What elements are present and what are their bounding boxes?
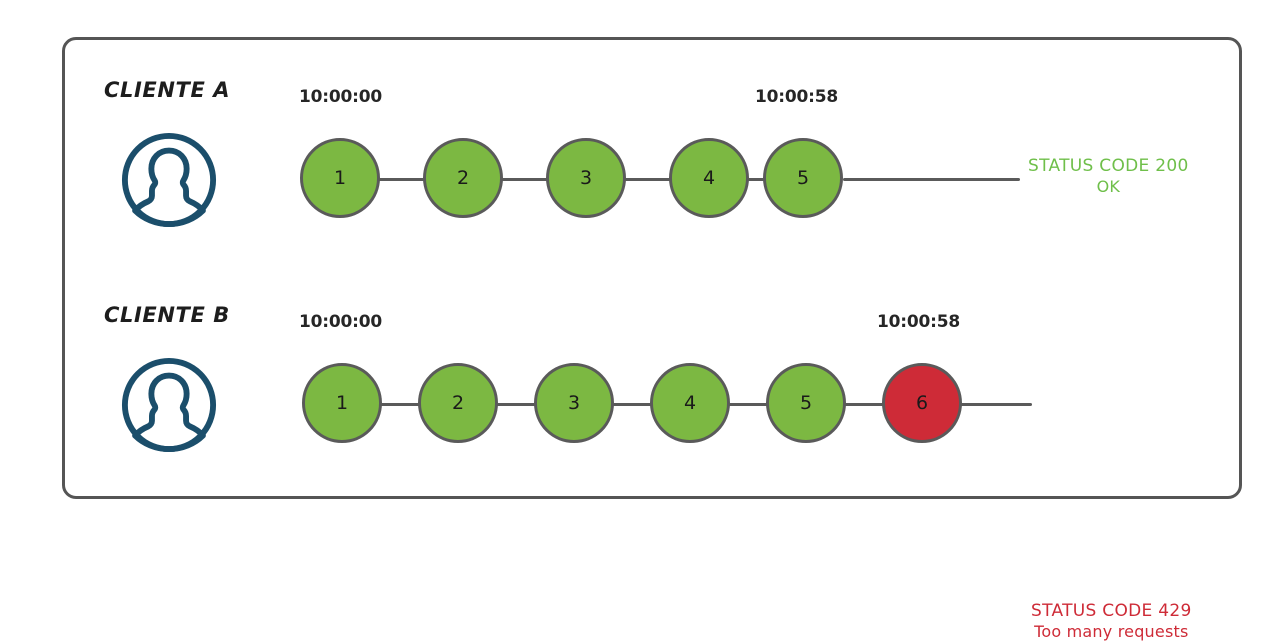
request-node-rejected[interactable]: 6 bbox=[882, 363, 962, 443]
request-node-number: 2 bbox=[451, 392, 465, 414]
request-node-number: 4 bbox=[702, 167, 716, 189]
request-node-number: 3 bbox=[567, 392, 581, 414]
request-node[interactable]: 1 bbox=[300, 138, 380, 218]
request-node[interactable]: 4 bbox=[650, 363, 730, 443]
request-node-number: 3 bbox=[579, 167, 593, 189]
status-code-line: STATUS CODE 200 bbox=[1028, 156, 1189, 176]
request-node[interactable]: 5 bbox=[763, 138, 843, 218]
user-avatar-icon bbox=[120, 356, 218, 454]
request-node-number: 5 bbox=[796, 167, 810, 189]
client-b-label: CLIENTE B bbox=[104, 303, 230, 327]
request-node-number: 5 bbox=[799, 392, 813, 414]
status-code-line: STATUS CODE 429 bbox=[1031, 601, 1192, 621]
connector-2-3 bbox=[496, 403, 543, 406]
request-node[interactable]: 3 bbox=[546, 138, 626, 218]
request-node[interactable]: 5 bbox=[766, 363, 846, 443]
status-connector-b bbox=[960, 403, 1032, 406]
connector-1-2 bbox=[378, 178, 425, 181]
status-message-line: Too many requests bbox=[1034, 622, 1189, 642]
connector-5-6 bbox=[844, 403, 891, 406]
connector-3-4 bbox=[624, 178, 671, 181]
connector-1-2 bbox=[380, 403, 427, 406]
request-node-number: 2 bbox=[456, 167, 470, 189]
status-badge-b: STATUS CODE 429 Too many requests bbox=[1031, 601, 1192, 642]
request-node[interactable]: 2 bbox=[423, 138, 503, 218]
request-node-number: 1 bbox=[333, 167, 347, 189]
timestamp-start-a: 10:00:00 bbox=[299, 87, 382, 107]
connector-4-5 bbox=[728, 403, 775, 406]
diagram-frame bbox=[62, 37, 1242, 499]
request-node[interactable]: 4 bbox=[669, 138, 749, 218]
status-badge-a: STATUS CODE 200 OK bbox=[1028, 156, 1189, 197]
user-avatar-icon bbox=[120, 131, 218, 229]
request-node-number: 4 bbox=[683, 392, 697, 414]
request-node-number: 1 bbox=[335, 392, 349, 414]
connector-3-4 bbox=[612, 403, 659, 406]
request-node[interactable]: 3 bbox=[534, 363, 614, 443]
client-a-label: CLIENTE A bbox=[104, 78, 231, 102]
timestamp-end-a: 10:00:58 bbox=[755, 87, 838, 107]
connector-2-3 bbox=[501, 178, 548, 181]
status-message-line: OK bbox=[1096, 177, 1121, 197]
request-node-number: 6 bbox=[915, 392, 929, 414]
timestamp-end-b: 10:00:58 bbox=[877, 312, 960, 332]
request-node[interactable]: 2 bbox=[418, 363, 498, 443]
diagram-canvas: CLIENTE A 10:00:00 10:00:58 1 2 3 bbox=[62, 37, 1242, 642]
request-node[interactable]: 1 bbox=[302, 363, 382, 443]
status-connector-a bbox=[843, 178, 1020, 181]
timestamp-start-b: 10:00:00 bbox=[299, 312, 382, 332]
